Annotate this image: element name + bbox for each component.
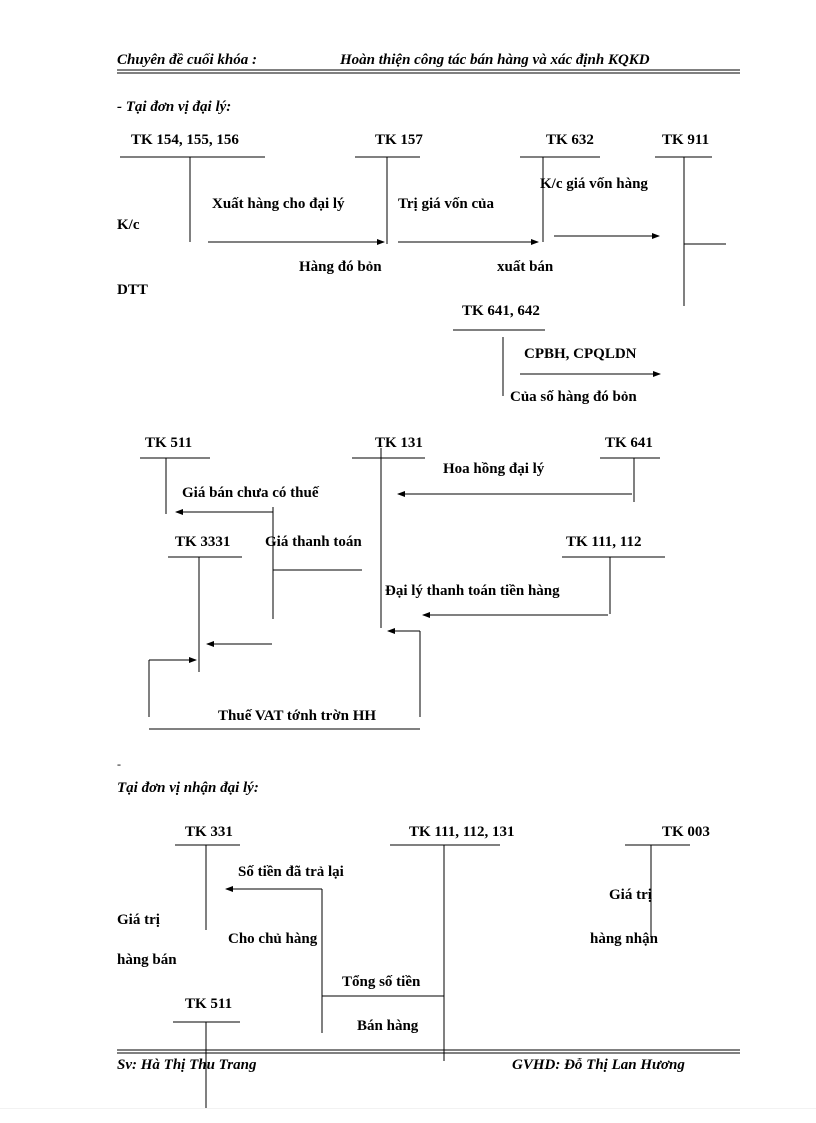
label-hang-do-bon: Hàng đó bỏn <box>299 259 382 275</box>
account-tk-154-155-156: TK 154, 155, 156 <box>131 132 239 148</box>
section3-title: Tại đơn vị nhận đại lý: <box>117 780 259 796</box>
account-tk-632: TK 632 <box>546 132 594 148</box>
account-tk-331: TK 331 <box>185 824 233 840</box>
label-gia-tri-nhan-2: hàng nhận <box>590 931 658 947</box>
account-tk-911: TK 911 <box>662 132 710 148</box>
label-cpbh: CPBH, CPQLDN <box>524 346 637 362</box>
label-gia-tri-nhan-1: Giá trị <box>609 887 652 903</box>
label-hoa-hong: Hoa hồng đại lý <box>443 461 545 477</box>
label-xuat-hang: Xuất hàng cho đại lý <box>212 196 345 212</box>
label-tri-gia-von: Trị giá vốn của <box>398 196 494 212</box>
footer-right: GVHD: Đỗ Thị Lan Hương <box>512 1057 685 1073</box>
label-gia-tri-ban-2: hàng bán <box>117 952 177 968</box>
account-tk-641: TK 641 <box>605 435 653 451</box>
label-tong-so-tien: Tổng số tiền <box>342 974 421 990</box>
label-ban-hang: Bán hàng <box>357 1018 419 1034</box>
label-cua-so-hang: Của số hàng đó bỏn <box>510 389 637 405</box>
account-tk-111-112-131: TK 111, 112, 131 <box>409 824 515 840</box>
label-gia-ban: Giá bán chưa có thuế <box>182 485 319 501</box>
label-so-tien-tra-lai: Số tiền đã trả lại <box>238 864 344 880</box>
section1-title: - Tại đơn vị đại lý: <box>117 99 232 115</box>
account-tk-003: TK 003 <box>662 824 710 840</box>
account-tk-511-b: TK 511 <box>185 996 233 1012</box>
account-tk-131: TK 131 <box>375 435 423 451</box>
account-tk-3331: TK 3331 <box>175 534 231 550</box>
label-xuat-ban: xuất bán <box>497 259 554 275</box>
label-dai-ly-thanh-toan: Đại lý thanh toán tiền hàng <box>385 583 560 599</box>
bottom-rule <box>0 1108 816 1109</box>
account-tk-511: TK 511 <box>145 435 193 451</box>
account-tk-641-642: TK 641, 642 <box>462 303 540 319</box>
header-right: Hoàn thiện công tác bán hàng và xác định… <box>340 52 650 68</box>
footer-left: Sv: Hà Thị Thu Trang <box>117 1057 257 1073</box>
label-kc: K/c <box>117 217 140 233</box>
account-tk-157: TK 157 <box>375 132 423 148</box>
label-kc-gia-von: K/c giá vốn hàng <box>540 176 648 192</box>
account-tk-111-112: TK 111, 112 <box>566 534 642 550</box>
header-left: Chuyên đề cuối khóa : <box>117 52 258 68</box>
dash-mark: - <box>117 757 121 771</box>
label-gia-thanh-toan: Giá thanh toán <box>265 534 362 550</box>
label-thue-vat: Thuế VAT tớnh trờn HH <box>218 708 377 724</box>
label-dtt: DTT <box>117 282 148 298</box>
label-cho-chu-hang: Cho chủ hàng <box>228 931 318 947</box>
label-gia-tri-ban-1: Giá trị <box>117 912 160 928</box>
